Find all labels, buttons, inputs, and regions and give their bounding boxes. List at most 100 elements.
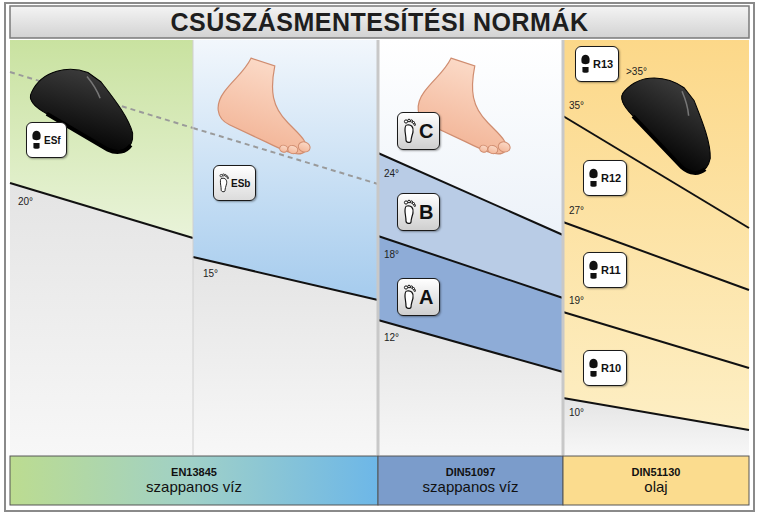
foot-shape	[405, 125, 413, 143]
sole-shape	[32, 131, 40, 140]
separator	[193, 40, 194, 455]
slope-line	[563, 222, 749, 290]
rating-badge: ESf	[26, 122, 67, 158]
column-panel	[563, 40, 749, 455]
rating-badge: R11	[583, 252, 627, 288]
standard-label: DIN51097szappanos víz	[378, 456, 563, 505]
shoe-sole-icon	[580, 54, 591, 74]
column-panel	[10, 40, 193, 455]
angle-label: 27°	[569, 205, 584, 217]
shoe-sole-icon	[588, 260, 599, 280]
heel-shape	[590, 181, 596, 187]
band	[378, 153, 563, 455]
toe	[279, 144, 289, 153]
shoe-highlight	[83, 76, 105, 98]
toe	[479, 144, 489, 153]
test-medium: olaj	[644, 478, 667, 495]
badge-label: A	[419, 286, 433, 309]
sole-shape	[589, 359, 597, 368]
angle-label: 10°	[569, 407, 584, 419]
toe-shape	[413, 288, 415, 290]
floor-slope	[193, 257, 378, 455]
toe	[487, 144, 499, 155]
slope-line	[10, 183, 193, 238]
toe-shape	[414, 205, 416, 207]
rating-badge: B	[397, 193, 440, 231]
toe-shape	[414, 290, 416, 292]
slope-line	[193, 257, 378, 300]
shoe-sole	[623, 116, 710, 178]
angle-label: 15°	[203, 268, 218, 280]
shoe-sole-icon	[588, 168, 599, 188]
toe-shape	[404, 120, 407, 123]
rating-badge: ESb	[213, 165, 256, 201]
footprint-icon	[402, 118, 416, 144]
band	[378, 236, 563, 455]
slope-line	[378, 153, 563, 235]
floor-slope	[378, 320, 563, 455]
rating-badge: C	[397, 112, 440, 150]
slope-line	[378, 320, 563, 372]
standard-code: DIN51130	[632, 466, 681, 478]
sole-shape	[589, 261, 597, 270]
badge-label: C	[419, 120, 433, 143]
heel-shape	[590, 371, 596, 377]
floor-slope	[10, 183, 193, 455]
toe-shape	[220, 174, 222, 176]
badge-label: R13	[593, 58, 613, 70]
angle-label: 19°	[569, 295, 584, 307]
standard-code: EN13845	[171, 466, 217, 478]
badge-label: B	[419, 201, 433, 224]
foot-shape	[405, 291, 413, 309]
toe-shape	[413, 122, 415, 124]
angle-label: >35°	[626, 66, 647, 78]
title-panel	[10, 6, 749, 38]
standard-bar	[10, 456, 378, 505]
shoe-highlight	[673, 91, 698, 116]
toe-shape	[408, 119, 411, 122]
badge-label: R10	[601, 362, 621, 374]
shoe-sole-icon	[31, 130, 42, 150]
footprint-icon	[402, 199, 416, 225]
footprint-icon	[218, 173, 229, 193]
standard-bar	[563, 456, 749, 505]
foot-body	[211, 53, 327, 157]
toe-shape	[223, 174, 225, 176]
slope-line	[378, 236, 563, 298]
badge-label: R12	[601, 172, 621, 184]
toe-shape	[408, 285, 411, 288]
heel-shape	[33, 143, 39, 149]
angle-label: 20°	[18, 196, 33, 208]
foot-shape	[405, 206, 413, 224]
foot-shape	[220, 178, 226, 192]
rating-badge: R10	[583, 350, 627, 386]
foot-figure	[210, 53, 331, 160]
standard-label: DIN51130olaj	[563, 456, 749, 505]
heel-shape	[582, 67, 588, 73]
toe	[297, 140, 312, 153]
rating-badge: R13	[575, 46, 619, 82]
title-box: CSÚSZÁSMENTESÍTÉSI NORMÁK	[10, 6, 749, 38]
standard-code: DIN51097	[446, 466, 496, 478]
test-medium: szappanos víz	[423, 478, 519, 495]
toe	[497, 140, 512, 153]
footprint-icon	[402, 284, 416, 310]
rating-badge: R12	[583, 160, 627, 196]
badge-label: R11	[601, 264, 621, 276]
angle-label: 24°	[384, 168, 399, 180]
toe-shape	[227, 177, 228, 178]
standard-bar	[378, 456, 563, 505]
angle-label: 35°	[569, 100, 584, 112]
badge-label: ESf	[44, 135, 61, 146]
badge-label: ESb	[231, 178, 250, 189]
angle-label: 12°	[384, 332, 399, 344]
rating-badge: A	[397, 278, 440, 316]
toe-shape	[226, 176, 228, 178]
column-panel	[193, 40, 378, 455]
toe-shape	[404, 286, 407, 289]
column-panel	[378, 40, 563, 455]
sole-shape	[581, 55, 589, 64]
angle-label: 18°	[384, 249, 399, 261]
